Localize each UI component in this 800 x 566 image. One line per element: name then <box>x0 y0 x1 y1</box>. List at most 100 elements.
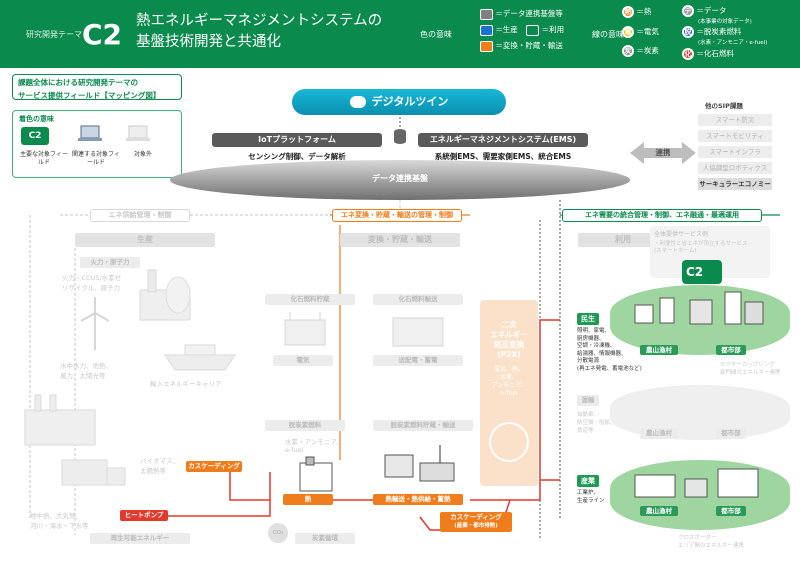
electricity-label: 電気 <box>273 355 333 366</box>
legend-line-electric: 電 ＝電気 <box>622 26 659 38</box>
demand-mgmt-box: エネ需要の統合管理・制御、エネ融通・最適運用 <box>562 209 762 222</box>
header-banner: 研究開発テーマ C2 熱エネルギーマネジメントシステムの 基盤技術開発と共通化 … <box>0 0 800 68</box>
city-label-mid: 都市部 <box>716 428 746 439</box>
cloud-sync-icon <box>349 96 366 108</box>
title-line-2: 基盤技術開発と共通化 <box>136 34 281 50</box>
digital-twin-label: デジタルツイン <box>371 95 449 108</box>
database-icon <box>392 128 408 146</box>
renewable-sub: 水中水力、地熱、 風力、太陽光等 <box>60 362 112 380</box>
meaning-excluded: 対象外 <box>133 151 152 158</box>
main-field-badge: C2 <box>21 127 49 145</box>
legend-line-fossil: 化 ＝化石燃料 <box>682 48 734 60</box>
wind-turbine-icon <box>75 295 115 350</box>
conversion-mgmt-box: エネ変換・貯蔵・輸送の管理・制御 <box>332 209 462 222</box>
fossil-storage-label: 化石燃料貯蔵 <box>265 294 355 305</box>
link-arrow <box>630 140 696 166</box>
ship-icon <box>160 335 240 375</box>
color-meaning-box: 着色の意味 C2 主要な対象フィールド 関連する対象フィールド 対象外 <box>12 110 182 178</box>
usage-island-mid <box>610 385 790 440</box>
fossil-transport-label: 化石燃料輸送 <box>373 294 463 305</box>
transport-label: 運輸 <box>577 395 599 406</box>
ems-subtitle: 系統側EMS、需要家側EMS、統合EMS <box>434 152 572 161</box>
task-description-box: 課題全体における研究開発テーマの サービス提供フィールド【マッピング図】 <box>12 74 182 100</box>
decarb-sub: 水素・アンモニア、 e-fuel <box>285 438 343 454</box>
conversion-header: 変換・貯蔵・輸送 <box>340 233 460 247</box>
village-label-top: 農山漁村 <box>640 345 678 355</box>
sip-item-disaster: スマート防災 <box>698 114 772 126</box>
co2-icon: CO₂ <box>268 523 288 543</box>
biomass-label: バイオマス、 太陽熱等 <box>140 457 179 475</box>
title-line-1: 熱エネルギーマネジメントシステムの <box>136 13 383 29</box>
iot-platform-bar: IoTプラットフォーム <box>212 133 382 147</box>
service-desc: ・利便性と省エネが両立するサービス (スマートホーム) <box>654 241 748 254</box>
production-mgmt-box: エネ供給管理・制御 <box>90 209 190 222</box>
sip-title: 他のSIP課題 <box>705 102 743 110</box>
meaning-title: 着色の意味 <box>19 115 54 123</box>
cross-border-label: クロスボーダー エリア間のエネルギー連携 <box>678 535 745 549</box>
meaning-main: 主要な対象フィールド <box>20 151 68 166</box>
heat-boiler-icon <box>292 455 342 495</box>
link-label: 連携 <box>655 148 671 157</box>
theme-label: 研究開発テーマ <box>26 30 82 39</box>
task-line-1: 課題全体における研究開発テーマの <box>18 78 138 87</box>
line-meaning-label: 線の意味 <box>592 30 624 39</box>
truck-icon <box>60 450 130 495</box>
power-plant-icon <box>130 265 200 325</box>
power-transport-label: 送配電・蓄電 <box>373 355 463 366</box>
town-buildings-icon <box>630 290 770 330</box>
iot-subtitle: センシング制御、データ解析 <box>248 152 346 161</box>
import-carrier-label: 輸入エネルギーキャリア <box>150 380 222 388</box>
p2x-panel: 二次 エネルギー 相互変換 (P2X) 電気、熱、 水素、 アンモニア、 e-f… <box>480 300 538 486</box>
sip-item-robotics: 人協調型ロボティクス <box>698 162 772 174</box>
p2x-cycle-icon <box>489 422 529 462</box>
minsei-desc: 照明、家電、 厨房機器、 空調・冷凍機、 給湯器、情報機器、 分散電源 (再エネ… <box>577 328 642 372</box>
heat-label: 熱 <box>283 494 333 505</box>
page-title: 熱エネルギーマネジメントシステムの 基盤技術開発と共通化 <box>136 11 406 53</box>
laptop-icon <box>77 125 103 143</box>
heat-network-icon <box>380 445 460 490</box>
storage-tank-icon <box>388 310 448 350</box>
legend-line-heat: 熱 ＝熱 <box>622 6 651 18</box>
decarb-fuel-label: 脱炭素燃料 <box>265 420 345 431</box>
heat-pump-label: ヒートポンプ <box>120 510 168 521</box>
fire-nuclear-label: 火力・原子力 <box>80 257 140 268</box>
task-line-2: サービス提供フィールド【マッピング図】 <box>18 91 161 100</box>
meaning-related: 関連する対象フィールド <box>72 151 120 166</box>
sip-item-circular: サーキュラーエコノミー <box>698 178 772 190</box>
fire-nuclear-sub: 火力・CCUS/水素ゼ リサイクル、原子力 <box>62 274 122 292</box>
cascading-bottom-label: カスケーディング (産業・都市排熱) <box>440 512 512 532</box>
city-label-top: 都市部 <box>716 345 746 355</box>
industry-buildings-icon <box>630 463 770 503</box>
c2-main-badge: C2 <box>682 260 722 284</box>
transport-desc: 自動車、 航空機・船舶、 鉄道等 <box>577 412 616 434</box>
factory-icon <box>20 390 100 450</box>
usage-header: 利用 <box>578 233 668 247</box>
transformer-icon <box>280 310 330 350</box>
color-legend: ＝データ連携基盤等 ＝生産 ＝利用 ＝変換・貯蔵・輸送 <box>480 8 595 56</box>
platform-base <box>170 160 630 200</box>
decarb-storage-label: 脱炭素燃料貯蔵・輸送 <box>373 420 473 431</box>
legend-line-carbon: 炭 ＝炭素 <box>622 45 659 57</box>
geothermal-label: 地中熱、大気熱、 河川・海水・下水等 <box>30 512 89 530</box>
minsei-label: 民生 <box>577 313 599 325</box>
carbon-cycle-label: 炭素循環 <box>295 533 355 544</box>
legend-color-conversion: ＝変換・貯蔵・輸送 <box>480 40 595 56</box>
industry-desc: 工業炉、 生産ライン <box>577 490 605 504</box>
sector-coupling-label: セクターカップリング 部門間のエネルギー連携 <box>720 362 781 376</box>
data-foundation-label: データ連携基盤 <box>372 174 428 183</box>
industry-label: 産業 <box>577 475 599 487</box>
p2x-title: 二次 エネルギー 相互変換 (P2X) <box>490 320 528 359</box>
heat-transport-label: 熱輸送・熱供給・蓄熱 <box>373 494 463 505</box>
laptop-faded-icon <box>125 125 151 143</box>
city-label-bot: 都市部 <box>716 506 746 516</box>
village-label-bot: 農山漁村 <box>640 506 678 516</box>
theme-code: C2 <box>82 18 123 51</box>
sip-item-mobility: スマートモビリティ <box>698 130 772 142</box>
ems-bar: エネルギーマネジメントシステム(EMS) <box>418 133 588 147</box>
legend-line-data: デ ＝データ(本事業の対象データ) <box>682 5 752 25</box>
color-meaning-label: 色の意味 <box>420 30 452 39</box>
digital-twin-pill: デジタルツイン <box>292 89 506 115</box>
service-title: 全体提供サービス例 <box>654 231 709 238</box>
legend-line-decarb: 脱 ＝脱炭素燃料(水素・アンモニア・e-fuel) <box>682 26 767 46</box>
production-header: 生産 <box>75 233 215 247</box>
